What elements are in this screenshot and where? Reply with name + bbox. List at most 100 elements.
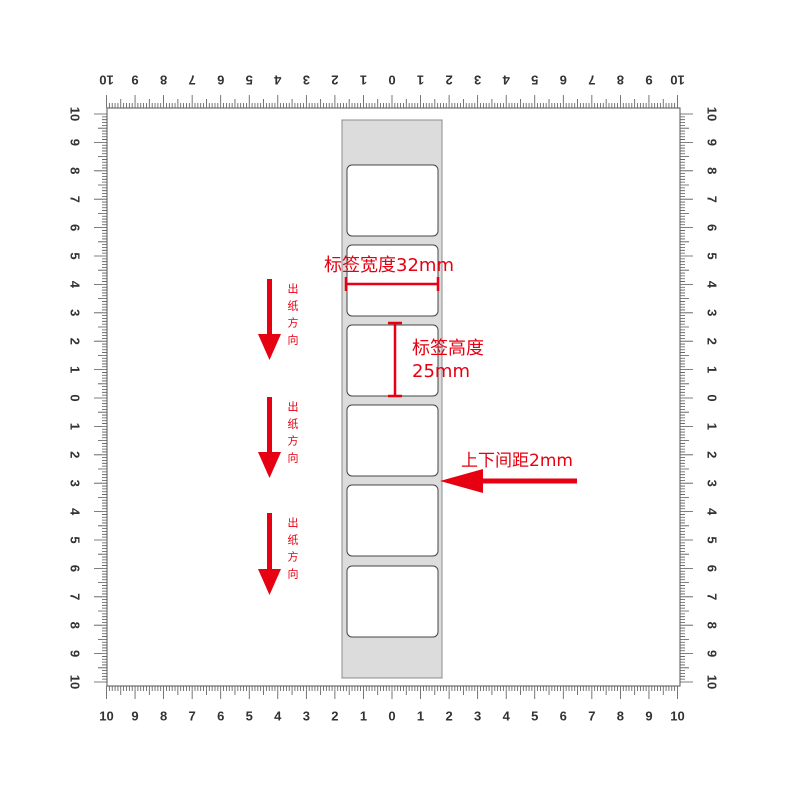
width-dimension-line bbox=[344, 277, 440, 291]
label-roll bbox=[341, 119, 443, 679]
right-ruler-label: 10 bbox=[705, 107, 720, 121]
left-ruler-label: 9 bbox=[68, 650, 83, 657]
right-ruler-label: 1 bbox=[705, 423, 720, 430]
bottom-ruler-label: 9 bbox=[645, 709, 652, 724]
label-width-annotation: 标签宽度32mm bbox=[324, 255, 454, 276]
top-ruler-label: 9 bbox=[645, 73, 652, 88]
label-height-title: 标签高度 bbox=[412, 338, 484, 359]
bottom-ruler-label: 9 bbox=[131, 709, 138, 724]
top-ruler-label: 7 bbox=[189, 73, 196, 88]
right-ruler-label: 2 bbox=[705, 451, 720, 458]
left-ruler-label: 10 bbox=[68, 107, 83, 121]
feed-direction-text: 出纸方向 bbox=[286, 517, 299, 585]
left-ruler-label: 2 bbox=[68, 451, 83, 458]
top-ruler-label: 5 bbox=[531, 73, 538, 88]
right-ruler-label: 5 bbox=[705, 252, 720, 259]
feed-arrow bbox=[258, 279, 281, 360]
right-ruler-label: 9 bbox=[705, 650, 720, 657]
left-ruler-label: 3 bbox=[68, 309, 83, 316]
right-ruler-label: 1 bbox=[705, 366, 720, 373]
feed-arrow bbox=[258, 513, 281, 595]
top-ruler-label: 1 bbox=[417, 73, 424, 88]
right-ruler-label: 3 bbox=[705, 309, 720, 316]
height-dimension-line bbox=[388, 321, 402, 398]
left-ruler-label: 4 bbox=[68, 508, 83, 516]
top-ruler-label: 3 bbox=[303, 73, 310, 88]
bottom-ruler-label: 7 bbox=[588, 709, 595, 724]
right-ruler-label: 10 bbox=[705, 675, 720, 689]
top-ruler-label: 7 bbox=[588, 73, 595, 88]
feed-arrow-shaft bbox=[267, 397, 272, 454]
feed-arrow-shaft bbox=[267, 513, 272, 571]
feed-direction-text: 出纸方向 bbox=[286, 283, 299, 351]
left-ruler-label: 5 bbox=[68, 252, 83, 259]
top-ruler-label: 10 bbox=[670, 73, 684, 88]
bottom-ruler-label: 2 bbox=[445, 709, 452, 724]
label bbox=[346, 565, 439, 638]
top-ruler-label: 4 bbox=[273, 73, 281, 88]
top-ruler-label: 5 bbox=[246, 73, 253, 88]
bottom-ruler-label: 8 bbox=[617, 709, 624, 724]
left-ruler-label: 7 bbox=[68, 196, 83, 203]
bottom-ruler-label: 10 bbox=[99, 709, 113, 724]
feed-arrow bbox=[258, 397, 281, 478]
right-ruler-label: 8 bbox=[705, 167, 720, 174]
right-ruler-label: 3 bbox=[705, 480, 720, 487]
left-ruler-label: 4 bbox=[68, 281, 83, 289]
bottom-ruler-label: 1 bbox=[417, 709, 424, 724]
top-ruler-ticks bbox=[106, 95, 678, 108]
right-ruler-label: 7 bbox=[705, 196, 720, 203]
right-ruler-label: 9 bbox=[705, 139, 720, 146]
left-ruler-label: 2 bbox=[68, 338, 83, 345]
left-ruler-label: 10 bbox=[68, 675, 83, 689]
left-ruler-label: 8 bbox=[68, 622, 83, 629]
bottom-ruler-label: 10 bbox=[670, 709, 684, 724]
left-ruler-label: 0 bbox=[68, 394, 83, 401]
top-ruler-label: 1 bbox=[360, 73, 367, 88]
feed-arrow-head bbox=[258, 452, 281, 478]
top-ruler-label: 9 bbox=[131, 73, 138, 88]
left-ruler-label: 6 bbox=[68, 224, 83, 231]
right-ruler-label: 2 bbox=[705, 338, 720, 345]
label bbox=[346, 484, 439, 557]
top-ruler-label: 10 bbox=[99, 73, 113, 88]
feed-arrow-shaft bbox=[267, 279, 272, 336]
bottom-ruler-label: 5 bbox=[246, 709, 253, 724]
bottom-ruler-label: 4 bbox=[503, 709, 511, 724]
left-ruler-label: 1 bbox=[68, 366, 83, 373]
left-ruler-label: 6 bbox=[68, 565, 83, 572]
right-ruler-label: 4 bbox=[705, 281, 720, 289]
left-ruler-label: 7 bbox=[68, 593, 83, 600]
left-ruler-label: 3 bbox=[68, 480, 83, 487]
bottom-ruler-label: 7 bbox=[189, 709, 196, 724]
top-ruler-label: 3 bbox=[474, 73, 481, 88]
bottom-ruler-label: 8 bbox=[160, 709, 167, 724]
right-ruler-label: 8 bbox=[705, 622, 720, 629]
bottom-ruler-label: 6 bbox=[560, 709, 567, 724]
bottom-ruler-label: 5 bbox=[531, 709, 538, 724]
label bbox=[346, 404, 439, 477]
label-gap-annotation: 上下间距2mm bbox=[461, 451, 573, 471]
top-ruler-label: 2 bbox=[331, 73, 338, 88]
right-ruler-label: 7 bbox=[705, 593, 720, 600]
gap-arrow-head bbox=[440, 469, 483, 493]
left-ruler-label: 5 bbox=[68, 536, 83, 543]
bottom-ruler-label: 0 bbox=[388, 709, 395, 724]
bottom-ruler-label: 3 bbox=[303, 709, 310, 724]
bottom-ruler-label: 2 bbox=[331, 709, 338, 724]
right-ruler-label: 5 bbox=[705, 536, 720, 543]
bottom-ruler-label: 4 bbox=[274, 709, 282, 724]
top-ruler-label: 6 bbox=[560, 73, 567, 88]
gap-arrow-shaft bbox=[478, 478, 577, 484]
top-ruler-label: 2 bbox=[445, 73, 452, 88]
bottom-ruler-ticks bbox=[106, 686, 678, 699]
top-ruler-label: 4 bbox=[502, 73, 510, 88]
left-ruler-label: 9 bbox=[68, 139, 83, 146]
right-ruler-label: 4 bbox=[705, 508, 720, 516]
right-ruler-ticks bbox=[680, 113, 693, 683]
